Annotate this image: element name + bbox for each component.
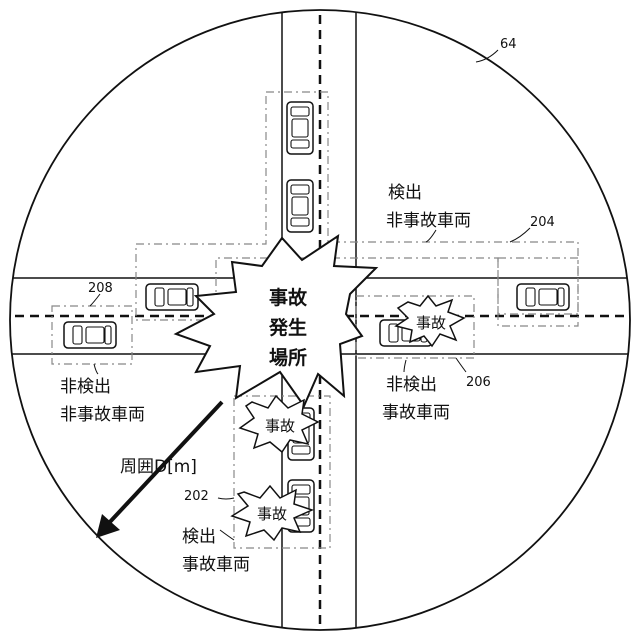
accident-site-text-1: 事故 [269,286,308,309]
car-east-far [517,284,569,310]
crash-badge-south-2-text: 事故 [257,505,287,523]
crash-badge-south-1-text: 事故 [265,417,295,435]
car-north-2 [287,180,313,232]
leader-detected-nonaccident [426,230,436,242]
crash-badge-east-text: 事故 [416,314,446,332]
ref-202: 202 [184,489,209,504]
detected-nonaccident-label-2: 非事故車両 [386,211,471,231]
detected-accident-label-2: 事故車両 [182,555,250,575]
detected-accident-label-1: 検出 [182,527,216,547]
leader-64 [476,50,498,62]
car-west-near [146,284,198,310]
leader-206 [456,358,466,372]
car-west-far [64,322,116,348]
undetected-nonaccident-label-2: 非事故車両 [60,405,145,425]
detected-nonaccident-label-1: 検出 [388,183,422,203]
ref-208: 208 [88,281,113,296]
leader-202 [218,498,234,499]
ref-64: 64 [500,37,517,52]
leader-detected-accident [220,530,234,540]
accident-site-text-2: 発生 [268,316,307,339]
car-north-1 [287,102,313,154]
leader-204 [510,228,530,242]
ref-204: 204 [530,215,555,230]
undetected-accident-label-2: 事故車両 [382,403,450,423]
leader-undetected-accident [404,360,406,372]
leader-undetected-nonaccident [94,364,98,374]
ref-206: 206 [466,375,491,390]
undetected-accident-label-1: 非検出 [386,375,437,395]
accident-site-text-3: 場所 [269,347,307,369]
radius-label: 周囲D[m] [120,457,197,477]
undetected-nonaccident-label-1: 非検出 [60,377,111,397]
